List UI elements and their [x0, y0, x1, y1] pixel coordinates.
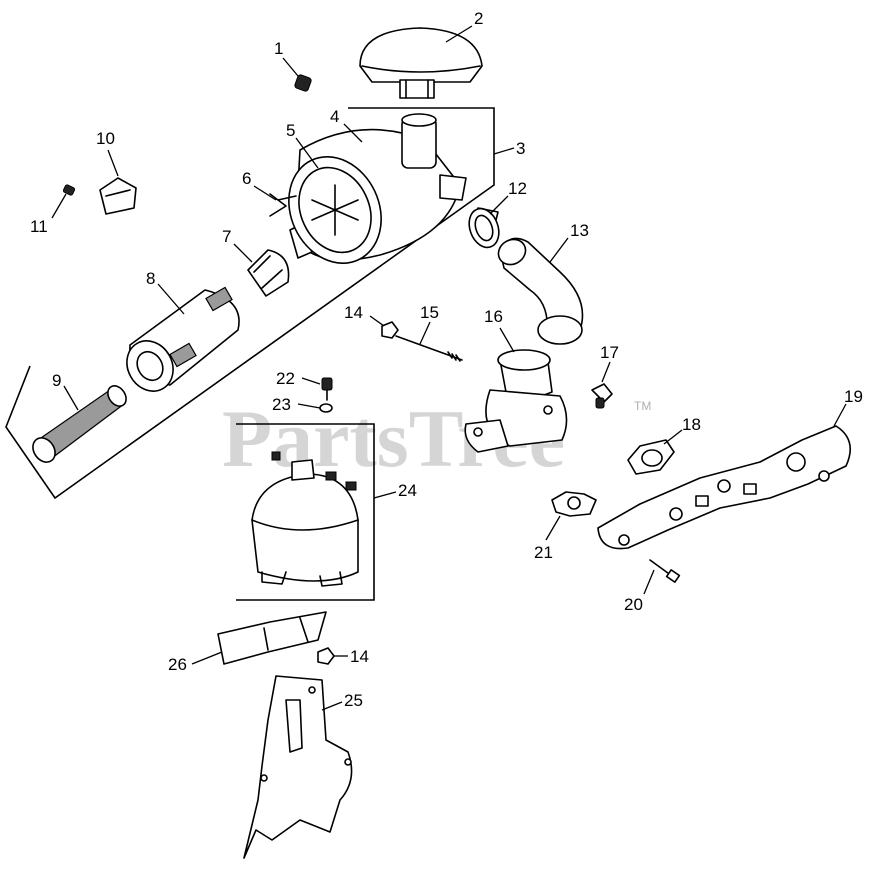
- part-8-filter-element[interactable]: [118, 286, 240, 399]
- part-26-plate[interactable]: [217, 611, 327, 665]
- callout-23: 23: [272, 395, 291, 414]
- part-24-frame: [236, 423, 375, 601]
- part-1-nut[interactable]: [294, 74, 312, 92]
- part-14-nut-upper[interactable]: [381, 321, 399, 339]
- part-25-mounting-bracket[interactable]: [243, 675, 353, 859]
- callout-8: 8: [146, 269, 155, 288]
- callout-26: 26: [168, 655, 187, 674]
- callout-10: 10: [96, 129, 115, 148]
- callout-2: 2: [474, 9, 483, 28]
- part-17-fitting[interactable]: [591, 383, 613, 409]
- part-20-bolt[interactable]: [649, 559, 681, 583]
- part-10-small-filter[interactable]: [99, 177, 137, 215]
- part-21-flange[interactable]: [551, 491, 597, 517]
- part-16-elbow-adapter[interactable]: [464, 349, 568, 453]
- part-7-precleaner[interactable]: [247, 249, 290, 297]
- callout-5: 5: [286, 121, 295, 140]
- callout-labels: 1 2 3 4 5 6 7 8 9 10 11 12 13 14 15 16 1…: [30, 9, 863, 710]
- callout-3: 3: [516, 139, 525, 158]
- part-22-bolt[interactable]: [321, 377, 333, 401]
- part-12-hose-clamp[interactable]: [464, 204, 504, 251]
- callout-17: 17: [600, 343, 619, 362]
- callout-9: 9: [52, 371, 61, 390]
- callout-24: 24: [398, 481, 417, 500]
- part-14-nut-lower[interactable]: [317, 647, 335, 665]
- part-11-fitting[interactable]: [62, 184, 76, 196]
- callout-14-lower: 14: [350, 647, 369, 666]
- callout-21: 21: [534, 543, 553, 562]
- callout-13: 13: [570, 221, 589, 240]
- callout-14-upper: 14: [344, 303, 363, 322]
- part-6-clip[interactable]: [269, 193, 297, 217]
- part-23-washer[interactable]: [319, 403, 333, 413]
- callout-22: 22: [276, 369, 295, 388]
- callout-4: 4: [330, 107, 339, 126]
- part-5-inner-element[interactable]: [272, 142, 398, 279]
- part-9-inner-filter[interactable]: [28, 382, 130, 466]
- watermark-trademark: TM: [634, 399, 651, 413]
- callout-18: 18: [682, 415, 701, 434]
- callout-20: 20: [624, 595, 643, 614]
- part-18-gasket[interactable]: [627, 439, 675, 475]
- callout-7: 7: [222, 227, 231, 246]
- callout-19: 19: [844, 387, 863, 406]
- callout-11: 11: [30, 217, 48, 236]
- part-13-elbow-hose[interactable]: [494, 235, 584, 345]
- callout-16: 16: [484, 307, 503, 326]
- part-15-stud[interactable]: [395, 335, 463, 362]
- callout-12: 12: [508, 179, 527, 198]
- leader-lines: [51, 25, 847, 711]
- part-19-manifold[interactable]: [597, 425, 852, 550]
- callout-6: 6: [242, 169, 251, 188]
- callout-25: 25: [344, 691, 363, 710]
- callout-1: 1: [274, 39, 283, 58]
- callout-15: 15: [420, 303, 439, 322]
- air-cleaner-assembly-frame: [5, 107, 495, 500]
- part-2-cover[interactable]: [359, 27, 483, 99]
- part-24-bracket-housing[interactable]: [251, 451, 359, 587]
